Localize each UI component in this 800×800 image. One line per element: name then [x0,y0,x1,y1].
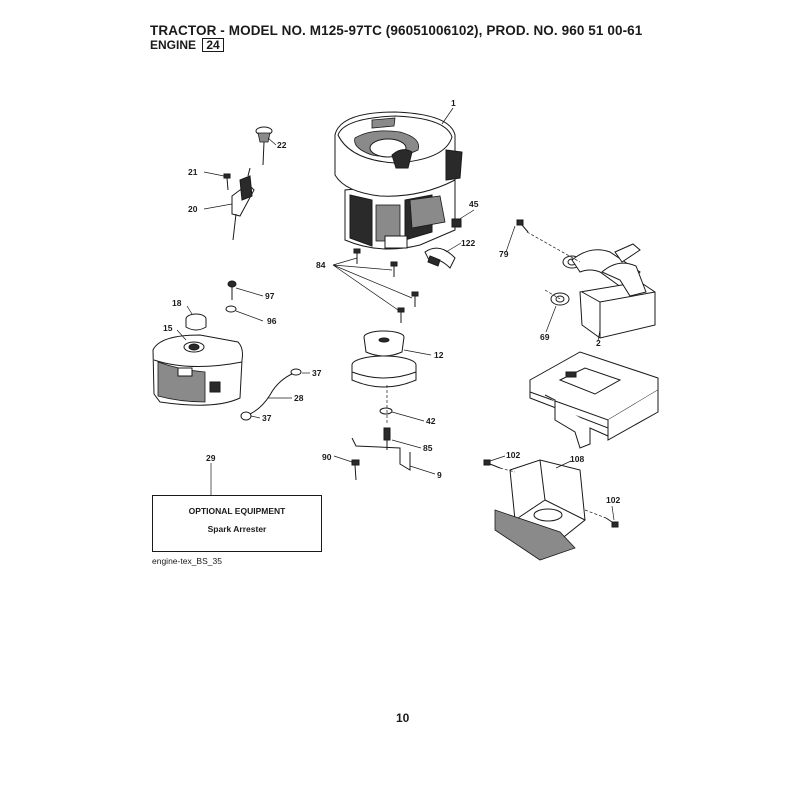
section-number-badge: 24 [202,38,224,52]
callout-37-bottom: 37 [262,413,272,423]
callout-69: 69 [540,332,550,342]
muffler-part-2[interactable] [571,243,656,339]
callout-2: 2 [596,338,601,348]
fuel-tank-part-15[interactable] [152,334,243,406]
drawing-reference: engine-tex_BS_35 [152,556,222,566]
callout-20: 20 [188,204,198,214]
section-heading: ENGINE 24 [150,38,224,52]
callout-28: 28 [294,393,304,403]
callout-85: 85 [423,443,433,453]
callout-79: 79 [499,249,509,259]
bolt-part-84[interactable] [353,248,419,323]
bracket-part-9[interactable] [351,437,411,471]
optional-equipment-title: OPTIONAL EQUIPMENT [188,506,286,516]
callout-37-top: 37 [312,368,322,378]
engine-mount-frame [529,351,659,449]
gas-cap-part-18[interactable] [185,313,207,331]
belt-guard-part-108[interactable] [494,459,586,561]
pulley-part-12[interactable] [351,330,417,388]
callout-97: 97 [265,291,275,301]
bolt-part-90[interactable] [351,459,360,481]
washer-part-42[interactable] [379,407,393,415]
screw-part-97[interactable] [227,280,237,300]
page-number: 10 [396,711,410,725]
callout-29: 29 [206,453,216,463]
bolt-part-79[interactable] [516,219,529,233]
dipstick-cap-part-22[interactable] [255,126,273,166]
callout-18: 18 [172,298,182,308]
callout-108: 108 [570,454,584,464]
callout-102-left: 102 [506,450,520,460]
washer-part-96[interactable] [225,305,237,313]
callout-1: 1 [451,98,456,108]
engine-part-1[interactable] [334,111,463,250]
section-name: ENGINE [150,38,197,52]
screw-part-21[interactable] [223,173,231,191]
callout-42: 42 [426,416,436,426]
callout-labels: 1 22 21 20 45 122 84 79 97 18 96 15 69 2… [163,98,620,505]
dipstick-tube-part-20[interactable] [231,167,255,241]
callout-122: 122 [461,238,475,248]
screw-part-102-right[interactable] [605,517,619,528]
fuel-line-part-28[interactable] [249,372,295,415]
optional-equipment-box: OPTIONAL EQUIPMENT Spark Arrester [152,495,322,552]
optional-equipment-item: Spark Arrester [207,524,267,534]
leader-lines [176,107,615,521]
guard-part-122[interactable] [424,247,456,269]
nut-part-45[interactable] [451,218,462,228]
callout-102-right: 102 [606,495,620,505]
callout-22: 22 [277,140,287,150]
callout-45: 45 [469,199,479,209]
callout-96: 96 [267,316,277,326]
callout-84: 84 [316,260,326,270]
callout-12: 12 [434,350,444,360]
clamp-part-37[interactable] [240,368,302,421]
callout-90: 90 [322,452,332,462]
callout-21: 21 [188,167,198,177]
callout-15: 15 [163,323,173,333]
bolt-part-85[interactable] [383,427,391,450]
callout-9: 9 [437,470,442,480]
screw-part-102-left[interactable] [483,459,501,469]
page-title: TRACTOR - MODEL NO. M125-97TC (960510061… [150,23,643,38]
